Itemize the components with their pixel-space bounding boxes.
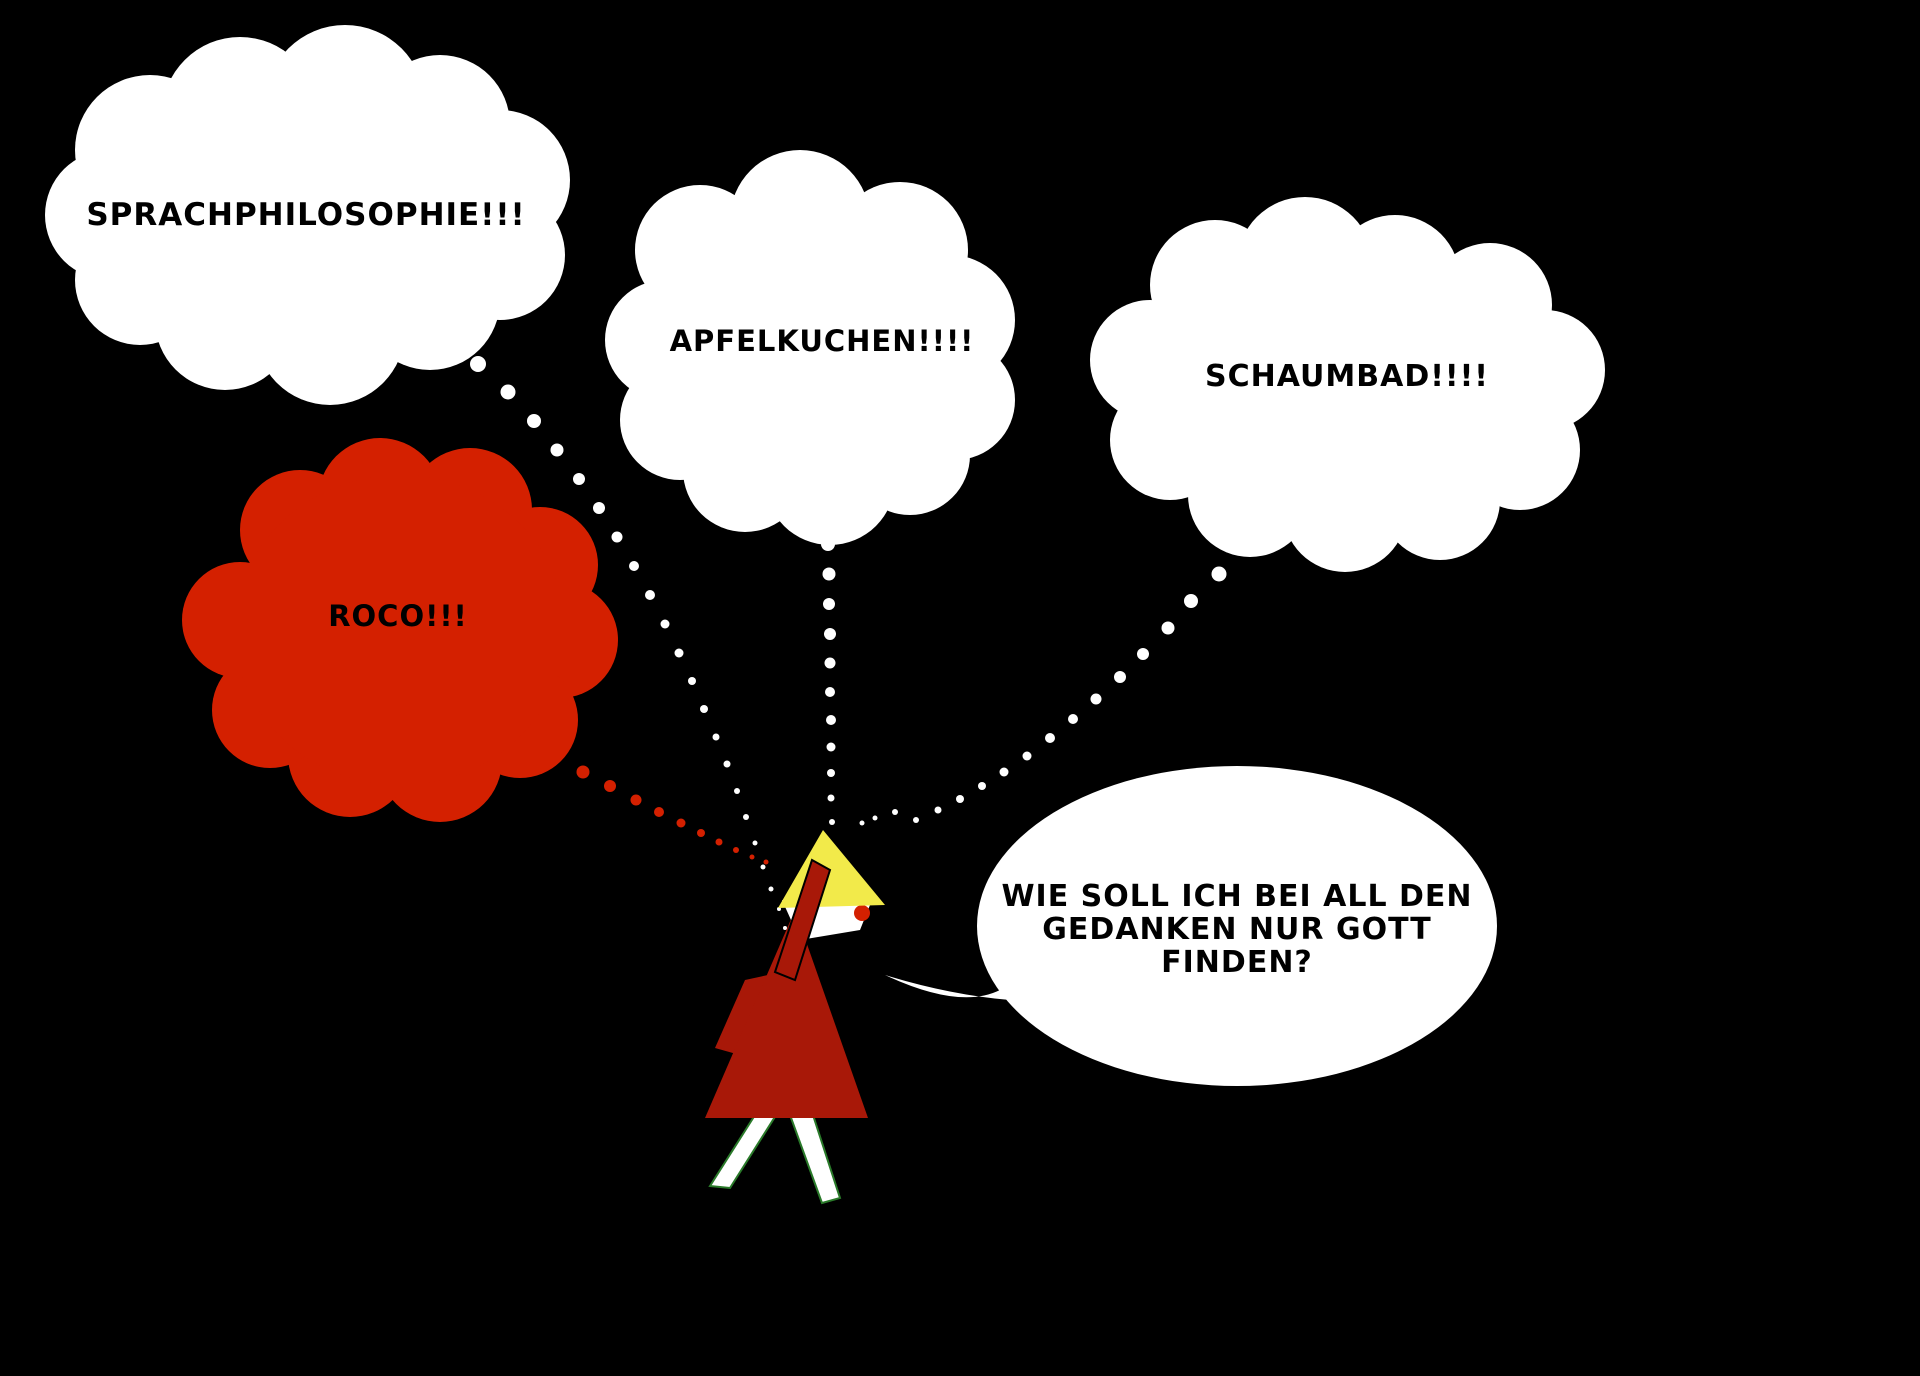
figure-dress [705,910,868,1118]
thought-cloud-sprach: SPRACHPHILOSOPHIE!!! [45,25,570,405]
figure-bag-strap [773,858,832,982]
speech-bubble: WIE SOLL ICH BEI ALL DEN GEDANKEN NUR GO… [885,766,1497,1086]
speech-bubble-tail [885,975,1010,1000]
figure-arm [715,975,768,1055]
thought-cloud-apfel: APFELKUCHEN!!!! [605,150,1015,545]
thought-trail-sprach [470,356,787,930]
thought-text-apfel: APFELKUCHEN!!!! [670,324,975,358]
speech-bubble-body [977,766,1497,1086]
thought-text-sprach: SPRACHPHILOSOPHIE!!! [86,197,525,233]
thought-text-roco: ROCO!!! [328,599,468,633]
speech-line-1: WIE SOLL ICH BEI ALL DEN [1001,879,1472,914]
figure-eye [854,905,870,921]
thought-trail-schaum [859,539,1250,826]
thought-cloud-roco: ROCO!!! [182,438,618,822]
thought-trail-apfel [821,537,836,825]
speech-line-2: GEDANKEN NUR GOTT [1042,912,1431,947]
figure [705,830,885,1205]
thought-cloud-schaum: SCHAUMBAD!!!! [1090,197,1605,572]
thought-text-schaum: SCHAUMBAD!!!! [1205,359,1489,394]
speech-line-3: FINDEN? [1161,945,1313,980]
